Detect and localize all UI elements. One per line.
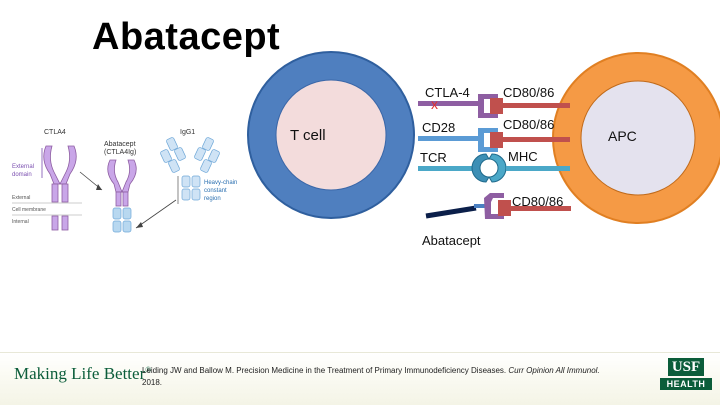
internal-label: Internal <box>12 219 29 225</box>
tcell-apc-diagram: T cell APC CTLA-4 x CD80/86 CD28 CD80/86… <box>247 51 720 248</box>
ctla4-label: CTLA-4 <box>425 85 470 100</box>
usf-logo-top: USF <box>668 358 704 376</box>
abatacept-molecule <box>107 159 137 233</box>
cd28-label: CD28 <box>422 120 455 135</box>
tcr-label: TCR <box>420 150 447 165</box>
ctla4-block-x: x <box>431 96 438 112</box>
cd80-middle-label: CD80/86 <box>503 117 554 132</box>
cd80-bottom-stalk <box>511 206 571 211</box>
tagline-text: Making Life Better <box>14 364 146 383</box>
abatacept-linker <box>474 204 486 208</box>
ctla4-molecule <box>43 145 77 231</box>
citation-text: Leiding JW and Ballow M. Precision Medic… <box>142 366 507 375</box>
heavy-chain-label-3: region <box>204 196 221 202</box>
mhc-label: MHC <box>508 149 538 164</box>
footer-tagline: Making Life Better® <box>14 364 151 384</box>
igg1-molecule <box>160 137 220 201</box>
abatacept-receptor <box>484 193 504 219</box>
tcr-receptor <box>471 153 490 183</box>
citation: Leiding JW and Ballow M. Precision Medic… <box>142 365 612 389</box>
ctla4-receptor <box>478 94 498 118</box>
abatacept-figure-label-2: (CTLA4Ig) <box>104 149 136 156</box>
ctla4-stalk <box>418 101 482 106</box>
external-domain-label-2: domain <box>12 172 32 178</box>
mhc-stalk <box>506 166 570 171</box>
citation-journal: Curr Opinion All Immunol. <box>508 366 600 375</box>
t-cell-interior <box>275 79 387 191</box>
igg1-figure-label: IgG1 <box>180 129 195 136</box>
mhc-molecule <box>488 153 507 183</box>
footer-band <box>0 352 720 405</box>
cd80-bottom-label: CD80/86 <box>512 194 563 209</box>
slide-title: Abatacept <box>92 16 281 58</box>
cd80-top-stalk <box>503 103 570 108</box>
heavy-chain-label-2: constant <box>204 188 227 194</box>
cell-membrane-label: Cell membrane <box>12 207 46 213</box>
tcr-stalk <box>418 166 478 171</box>
tagline-registered-mark: ® <box>145 365 152 375</box>
apc-label: APC <box>608 128 637 144</box>
external-label: External <box>12 195 30 201</box>
t-cell-label: T cell <box>290 127 326 144</box>
cd80-top-ligand <box>490 98 503 114</box>
abatacept-diagram-label: Abatacept <box>422 233 481 248</box>
cd80-middle-stalk <box>503 137 570 142</box>
ctla4-figure-label: CTLA4 <box>44 129 66 136</box>
citation-year: 2018. <box>142 378 163 387</box>
apc-interior <box>580 80 696 196</box>
cd28-stalk <box>418 136 482 141</box>
cd28-receptor <box>478 128 498 152</box>
antibody-structure-figure: CTLA4 Abatacept (CTLA4Ig) IgG1 External … <box>12 129 237 233</box>
cd80-top-label: CD80/86 <box>503 85 554 100</box>
usf-logo-bottom: HEALTH <box>660 378 712 390</box>
heavy-chain-label-1: Heavy-chain <box>204 180 237 186</box>
abatacept-stick <box>425 205 477 219</box>
abatacept-figure-label-1: Abatacept <box>104 141 136 148</box>
cd80-bottom-ligand <box>498 200 511 216</box>
cd80-middle-ligand <box>490 132 503 148</box>
external-domain-label-1: External <box>12 164 34 170</box>
usf-health-logo: USF HEALTH <box>660 358 712 394</box>
